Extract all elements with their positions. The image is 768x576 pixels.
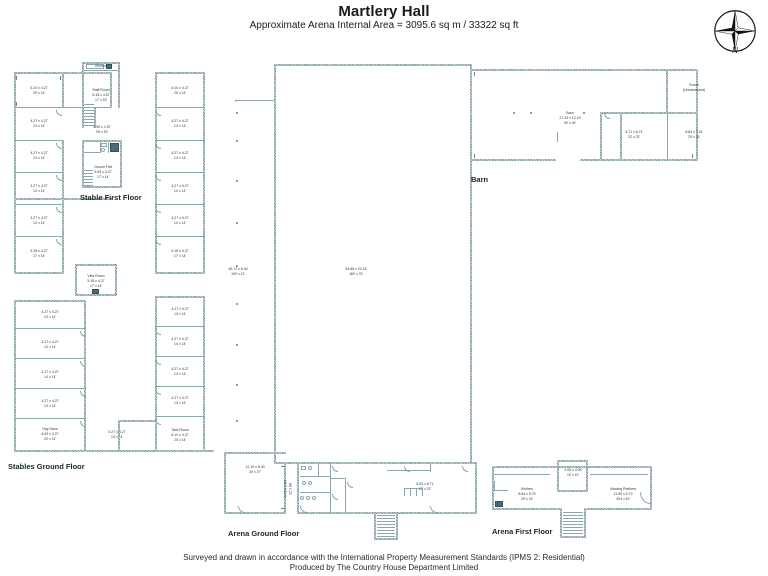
footer-line-1: Surveyed and drawn in accordance with th… [183, 553, 585, 562]
room-label: 6.71 x 6.71 22' x 22' [625, 130, 643, 139]
room-label: 5.18 x 4.27 17' x 14' [171, 249, 189, 258]
arena-first-floor-plan: 3.05 x 3.05 10' x 10' Kitchen 8.84 x 5.7… [492, 460, 653, 539]
arena-ground-floor-plan: 12.19 x 8.40 40' x 27' 6.71 x 2.64 22' x… [224, 452, 478, 541]
room-label: 4.27 x 4.27 14' x 14' [30, 119, 48, 128]
page-subtitle: Approximate Arena Internal Area = 3095.6… [249, 20, 519, 31]
room-label-kitchen: Kitchen 8.84 x 5.79 29' x 19' [518, 487, 536, 501]
room-label: 12.19 x 8.40 40' x 27' [245, 465, 265, 474]
barn-plan: Barn 27.43 x 12.19 90' x 40' 6.71 x 6.71… [0, 0, 768, 200]
room-label: 4.27 x 4.27 14' x 14' [108, 430, 126, 439]
room-label-tack-room: Tack Room 6.10 x 4.27 20' x 14' [171, 428, 189, 442]
room-label: 3.05 x 3.05 10' x 10' [564, 468, 582, 477]
room-label: 8.84 x 7.01 29' x 23' [685, 130, 703, 139]
room-label-viewing-platform: Viewing Platform 11.99 x 5.79 39'4 x 19' [609, 487, 637, 501]
room-label: 4.27 x 4.27 14' x 14' [171, 337, 189, 346]
room-label-barn: Barn 27.43 x 12.19 90' x 40' [559, 111, 581, 125]
compass-north-label: N [732, 46, 738, 55]
room-label: 4.27 x 4.27 14' x 14' [41, 340, 59, 349]
room-label: 4.27 x 4.27 14' x 14' [171, 367, 189, 376]
footer-line-2: Produced by The Country House Department… [289, 563, 479, 572]
stables-ground-floor-vets: Vets Room 5.18 x 4.27 17' x 14' [0, 0, 215, 310]
room-label: 6.10 x 4.27 20' x 14' [30, 86, 48, 95]
room-label-arena-main: 54.86 x 23.16 180' x 76' [345, 267, 367, 276]
room-label: 4.27 x 4.27 14' x 14' [171, 151, 189, 160]
section-title-stable-first-floor: Stable First Floor [80, 193, 142, 202]
room-label-hay-store: Hay Store 6.53 x 4.27 20' x 14' [41, 427, 59, 441]
room-label-groom-flat: Groom Flat 5.55 x 4.27 17' x 14' [94, 165, 112, 179]
section-title-arena-first-floor: Arena First Floor [492, 527, 553, 536]
room-label-vets-room: Vets Room 5.18 x 4.27 17' x 14' [87, 274, 105, 288]
room-label: 4.27 x 4.27 14' x 14' [171, 119, 189, 128]
stables-ground-floor-left: 4.27 x 4.27 14' x 14' 4.27 x 4.27 14' x … [0, 0, 215, 480]
room-label: 4.27 x 4.27 14' x 14' [41, 310, 59, 319]
room-label: 2.90 x 1.57 9'6 x 5'2 [93, 125, 111, 134]
room-label: 4.27 x 4.27 14' x 14' [30, 184, 48, 193]
room-label: 4.27 x 4.27 14' x 14' [30, 216, 48, 225]
stable-first-floor-centre: Kitchen Staff Room 5.18 x 4.57 17' x 15'… [0, 0, 215, 215]
room-label-staff-room: Staff Room 5.18 x 4.57 17' x 15' [92, 88, 110, 102]
stable-first-floor-plan: 6.10 x 4.27 20' x 14' 4.27 x 4.27 14' x … [0, 0, 215, 275]
compass-rose-icon: N [712, 8, 758, 60]
room-label: 4.27 x 4.27 14' x 14' [171, 184, 189, 193]
page-title: Martlery Hall [338, 3, 430, 20]
room-label: 4.27 x 4.27 14' x 14' [171, 307, 189, 316]
stable-first-floor-right: 6.10 x 4.27 20' x 14' 4.27 x 4.27 14' x … [0, 0, 215, 290]
room-label: 4.27 x 4.27 14' x 14' [30, 151, 48, 160]
room-label: 6.10 x 4.27 20' x 14' [171, 86, 189, 95]
section-title-arena-ground-floor: Arena Ground Floor [228, 529, 300, 538]
room-label: 8.53 x 6.71 28' x 22' [416, 482, 434, 491]
room-label: 5.18 x 4.27 17' x 14' [30, 249, 48, 258]
room-label: 4.27 x 4.27 14' x 14' [171, 216, 189, 225]
room-label: 4.27 x 4.27 14' x 14' [171, 396, 189, 405]
room-label: 4.27 x 4.27 14' x 14' [41, 370, 59, 379]
stables-ground-floor-right: 4.27 x 4.27 14' x 14' 4.27 x 4.27 14' x … [0, 0, 215, 460]
room-label-arena-strip: 46.72 x 6.40 150' x 21' [228, 267, 248, 276]
section-title-barn: Barn [471, 175, 489, 184]
room-label-kitchenette: Kitchen [95, 63, 107, 68]
room-label-unmeasured: Room (Unmeasured) [682, 83, 706, 92]
section-title-stables-ground-floor: Stables Ground Floor [8, 462, 85, 471]
room-label: 4.27 x 4.27 14' x 14' [41, 399, 59, 408]
